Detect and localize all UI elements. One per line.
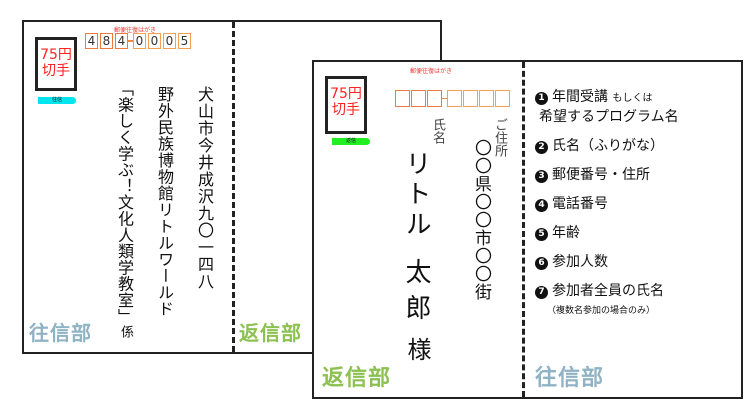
recipient-suffix: 係 (118, 325, 133, 338)
outgoing-part-label: 往信部 (535, 366, 605, 391)
sender-name-line2: 太郎 (401, 258, 431, 330)
return-part-label: 返信部 (239, 321, 302, 345)
sender-address: 〇〇県〇〇市〇〇街 (471, 139, 491, 301)
outgoing-tag: 往信 (38, 97, 76, 104)
stamp-box: 75円切手 (35, 37, 77, 91)
postcard-header: 郵便往復はがき (114, 27, 157, 34)
stamp-box: 75円切手 (325, 76, 367, 134)
zip-code-blank (395, 90, 510, 107)
reply-part-label: 返信部 (322, 366, 392, 391)
recipient-org: 野外民族博物館リトルワールド (155, 86, 174, 317)
reply-card: 郵便往復はがき 75円切手 返信 ご住所 氏名 〇〇県〇〇市〇〇街 リトル 太郎… (312, 60, 743, 399)
fold-line (232, 22, 235, 352)
address-label: ご住所 (492, 118, 507, 157)
honorific: 様 (403, 337, 431, 361)
reply-tag: 返信 (332, 138, 370, 145)
postcard-header: 郵便往復はがき (410, 68, 453, 75)
recipient-address: 犬山市今井成沢九〇一四八 (195, 86, 214, 290)
outgoing-part-label: 往信部 (29, 321, 92, 345)
sender-name-line1: リトル (401, 150, 431, 240)
name-label: 氏名 (430, 118, 445, 144)
recipient-dept: 「楽しく学ぶ！文化人類学教室」 (115, 80, 134, 325)
fold-line (522, 62, 525, 397)
